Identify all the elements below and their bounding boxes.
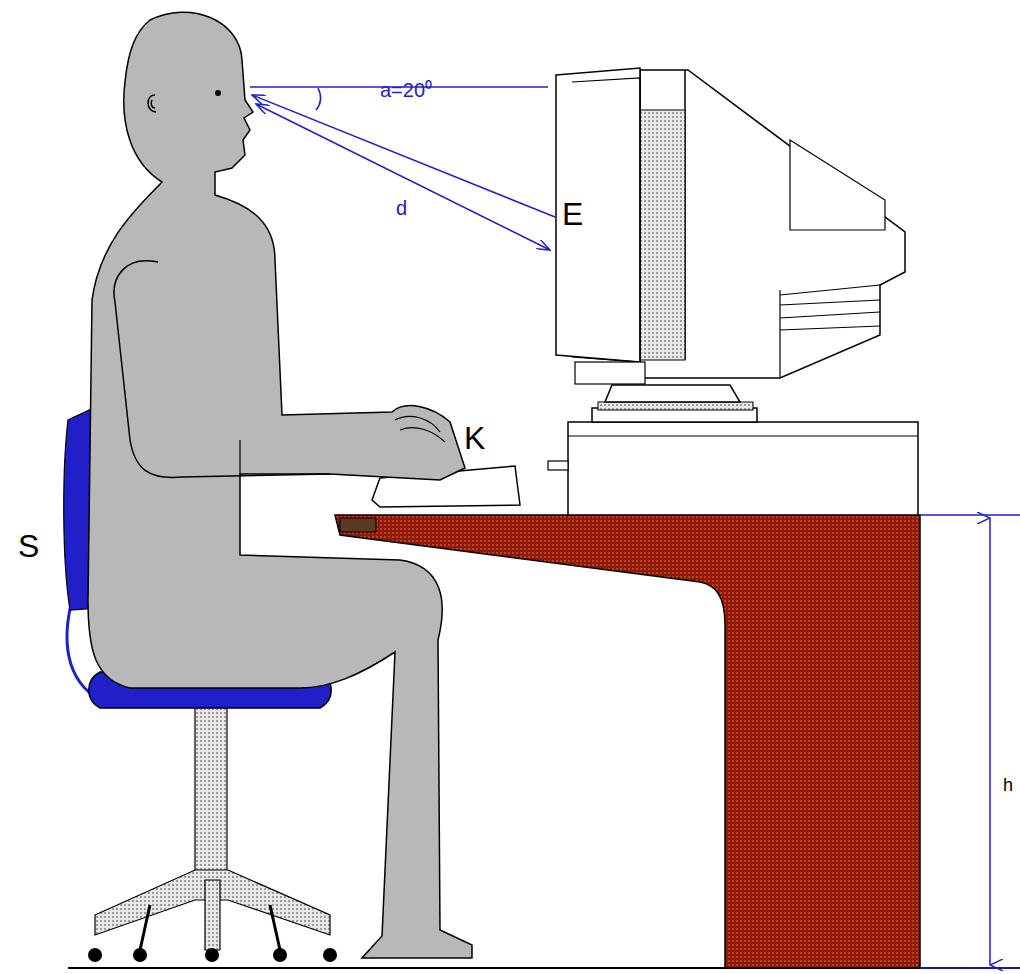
distance-label: d <box>396 198 407 218</box>
part-letter: E <box>562 198 583 230</box>
angle-label: a=20⁰ <box>380 80 432 100</box>
height-dimension <box>920 515 1020 968</box>
sight-lines <box>250 87 555 250</box>
dimension-label: h <box>1003 776 1013 794</box>
part-letter: S <box>18 530 39 562</box>
monitor-body <box>640 70 905 378</box>
part-letter: K <box>464 422 485 454</box>
system-unit <box>568 422 918 515</box>
desk-edge <box>340 518 376 532</box>
monitor-screen <box>556 68 640 362</box>
person <box>88 12 472 958</box>
